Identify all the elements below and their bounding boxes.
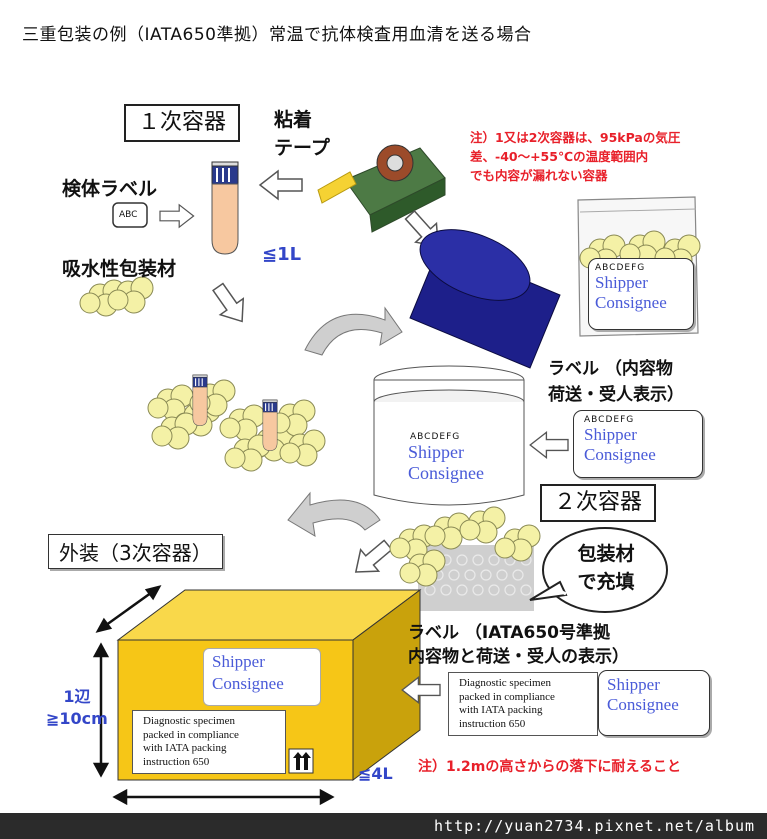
jar-tag-code: ABCDEFG [410, 432, 461, 442]
tag-code: ABCDEFG [595, 263, 646, 273]
arrow-label-to-tube [159, 204, 195, 228]
standalone-shipper-tag: Shipper Consignee [598, 670, 710, 736]
outer-volume-limit: ≦4L [358, 764, 393, 783]
tape-label: 粘着 テープ [274, 109, 330, 159]
arrow-down-1 [205, 278, 255, 331]
box-tag-shipper: Shipper [212, 652, 265, 671]
side-tag-shipper: Shipper [584, 425, 637, 444]
jar-tag-consignee: Consignee [408, 463, 484, 483]
side-tag-consignee: Consignee [584, 445, 656, 464]
arrow-to-box [346, 533, 398, 584]
tape-dispenser [317, 144, 446, 233]
secondary-container-label: ２次容器 [540, 484, 657, 522]
box-diagnostic-label: Diagnostic specimen packed in compliance… [132, 710, 286, 774]
specimen-label-text: 検体ラベル [62, 178, 158, 200]
pressure-note: 注）1又は2次容器は、95kPaの気圧 差、-40～+55℃の温度範囲内 でも内… [470, 130, 681, 183]
drop-note: 注）1.2mの高さからの落下に耐えること [418, 759, 681, 775]
this-side-up-icon [288, 748, 314, 774]
box-tag-consignee: Consignee [212, 674, 284, 693]
primary-volume-limit: ≦1L [262, 244, 302, 265]
arrow-tag-to-jar [529, 431, 569, 459]
curved-arrow-2 [287, 491, 381, 537]
tag-consignee: Consignee [595, 293, 667, 312]
bubble-wrap-and-fill [389, 506, 541, 611]
primary-container-label: １次容器 [124, 104, 241, 142]
jar-shipper-tag: ABCDEFG Shipper Consignee [402, 432, 512, 484]
contents-label-text: ラベル （内容物 荷送・受人表示） [548, 359, 684, 405]
container-lid [409, 229, 561, 369]
standalone-diagnostic-label: Diagnostic specimen packed in compliance… [448, 672, 598, 736]
outer-package-label: 外装（3次容器） [48, 534, 223, 569]
standalone-tag-shipper: Shipper [607, 675, 660, 694]
primary-tube [211, 161, 239, 255]
side-shipper-tag: ABCDEFG Shipper Consignee [573, 410, 703, 478]
fill-speech-bubble [529, 527, 668, 613]
side-length-label: 1辺 ≧10cm [46, 687, 108, 728]
arrow-tape-to-tube [259, 170, 303, 200]
footer-url: http://yuan2734.pixnet.net/album [0, 813, 767, 839]
absorbent-cotton [79, 276, 154, 317]
curved-arrow-1 [304, 306, 403, 356]
iata-label-text: ラベル （IATA650号準拠 内容物と荷送・受人の表示） [408, 623, 629, 667]
dimension-arrows [92, 585, 335, 806]
absorbent-label: 吸水性包装材 [62, 258, 177, 280]
page-title: 三重包装の例（IATA650準拠）常温で抗体検査用血清を送る場合 [22, 25, 532, 45]
side-tag-code: ABCDEFG [584, 415, 635, 425]
jar-tag-shipper: Shipper [408, 442, 464, 462]
wrapped-tubes [147, 374, 326, 472]
bag-shipper-tag: ABCDEFG Shipper Consignee [588, 258, 694, 330]
fill-bubble-text: 包装材 で充填 [577, 543, 635, 593]
secondary-jar [373, 365, 525, 506]
standalone-tag-consignee: Consignee [607, 695, 679, 714]
abc-tag [112, 202, 148, 228]
tag-shipper: Shipper [595, 273, 648, 292]
box-shipper-tag: Shipper Consignee [203, 648, 321, 706]
abc-tag-text: ABC [119, 210, 138, 220]
